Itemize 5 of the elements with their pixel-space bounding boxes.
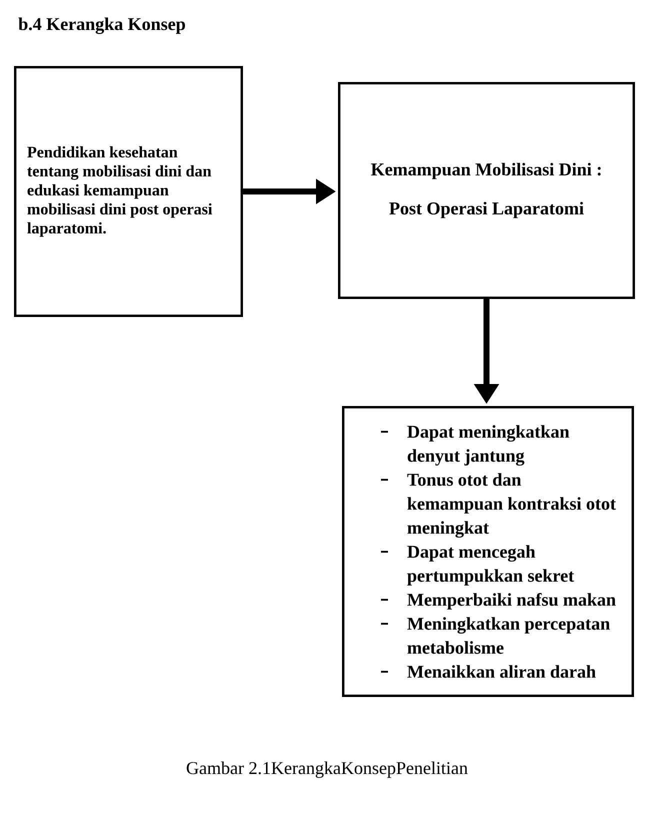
concept-box: Pendidikan kesehatan tentang mobilisasi dini dan edukasi kemampuan mobilisasi dini post operasi laparatomi. (14, 66, 243, 317)
heading: b.4 Kerangka Konsep (18, 18, 185, 34)
list-box: Dapat meningkatkan denyut jantung Tonus otot dan kemampuan kontraksi otot meningkat Dapat mencegah pertumpukkan sekret Memperbaiki nafsu makan Meningkatkan percepatan metabolisme Menaikkan aliran darah (342, 406, 634, 697)
concept-box: Kemampuan Mobilisasi Dini : Post Operasi Laparatomi (338, 82, 635, 299)
figure-caption: Gambar 2.1KerangkaKonsepPenelitian (186, 762, 468, 778)
